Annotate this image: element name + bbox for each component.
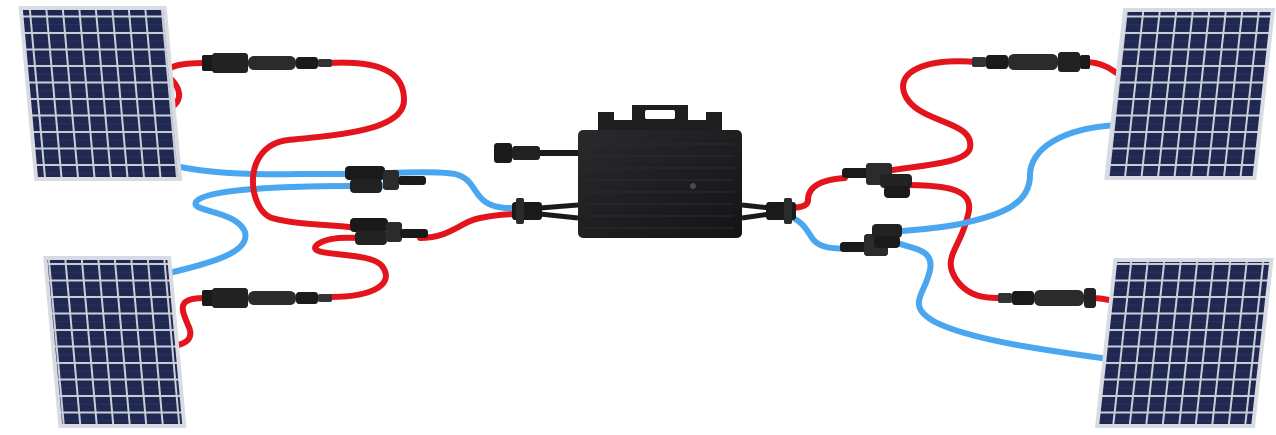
positive-cable: [902, 182, 1003, 301]
solar-panel-icon: [43, 256, 187, 428]
y-branch-connector-icon: [842, 163, 912, 198]
positive-cable: [312, 234, 389, 300]
mc4-connector-icon: [998, 288, 1096, 308]
mc4-connector-icon: [202, 288, 332, 308]
mc4-connector-icon: [972, 52, 1090, 72]
mc4-connector-icon: [202, 53, 332, 73]
y-branch-connector-icon: [350, 218, 428, 245]
y-branch-connector-icon: [345, 166, 426, 193]
positive-cable: [877, 58, 978, 175]
positive-cable: [250, 59, 407, 232]
solar-panel-icon: [1094, 258, 1274, 428]
negative-cable: [887, 122, 1121, 235]
negative-cable: [162, 183, 393, 277]
negative-cable: [877, 233, 1133, 365]
y-branch-connector-icon: [840, 224, 902, 256]
positive-cable: [417, 211, 521, 241]
solar-panel-icon: [18, 6, 183, 181]
solar-panel-icon: [1104, 8, 1276, 180]
microinverter-icon: [494, 105, 796, 238]
negative-cable: [122, 143, 523, 211]
